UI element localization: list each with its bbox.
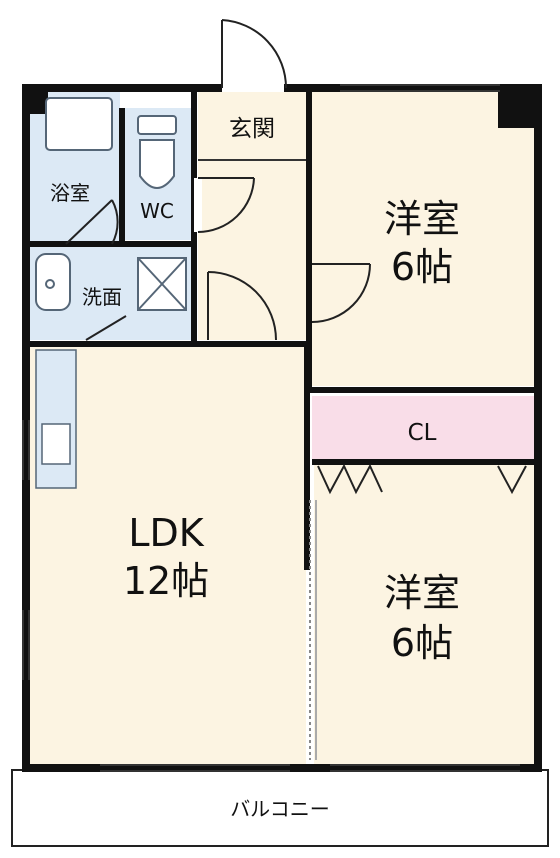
closet-label: CL (408, 420, 437, 446)
western-room-bottom-name: 洋室 (384, 571, 460, 615)
bath-label: 浴室 (50, 181, 90, 205)
balcony-area (11, 769, 549, 847)
fixtures (35, 97, 187, 311)
toilet-tank (137, 115, 177, 135)
ldk-name: LDK (128, 511, 204, 555)
genkan-area (198, 92, 306, 160)
genkan-label: 玄関 (229, 116, 275, 142)
kitchen-sink (41, 423, 71, 465)
western-room-top-size: 6帖 (391, 245, 453, 289)
corner-column (26, 88, 48, 114)
wc-label: WC (140, 199, 174, 223)
bathtub (45, 97, 113, 151)
balcony-label: バルコニー (230, 797, 330, 821)
closet-area (312, 396, 534, 460)
basin-drain (45, 279, 55, 289)
ldk-size: 12帖 (123, 559, 209, 603)
western-room-top-area (312, 92, 534, 386)
doors (65, 19, 527, 760)
entrance-door-opening (222, 80, 284, 92)
western-room-top-name: 洋室 (384, 197, 460, 241)
outer-walls (22, 84, 542, 772)
western-room-bottom-size: 6帖 (391, 621, 453, 665)
toilet-bowl (139, 139, 175, 189)
washroom-label: 洗面 (82, 285, 122, 309)
kitchen-counter (35, 349, 77, 489)
windows (22, 84, 520, 772)
structural-column (498, 88, 536, 128)
western-room-bottom-area (314, 460, 534, 766)
